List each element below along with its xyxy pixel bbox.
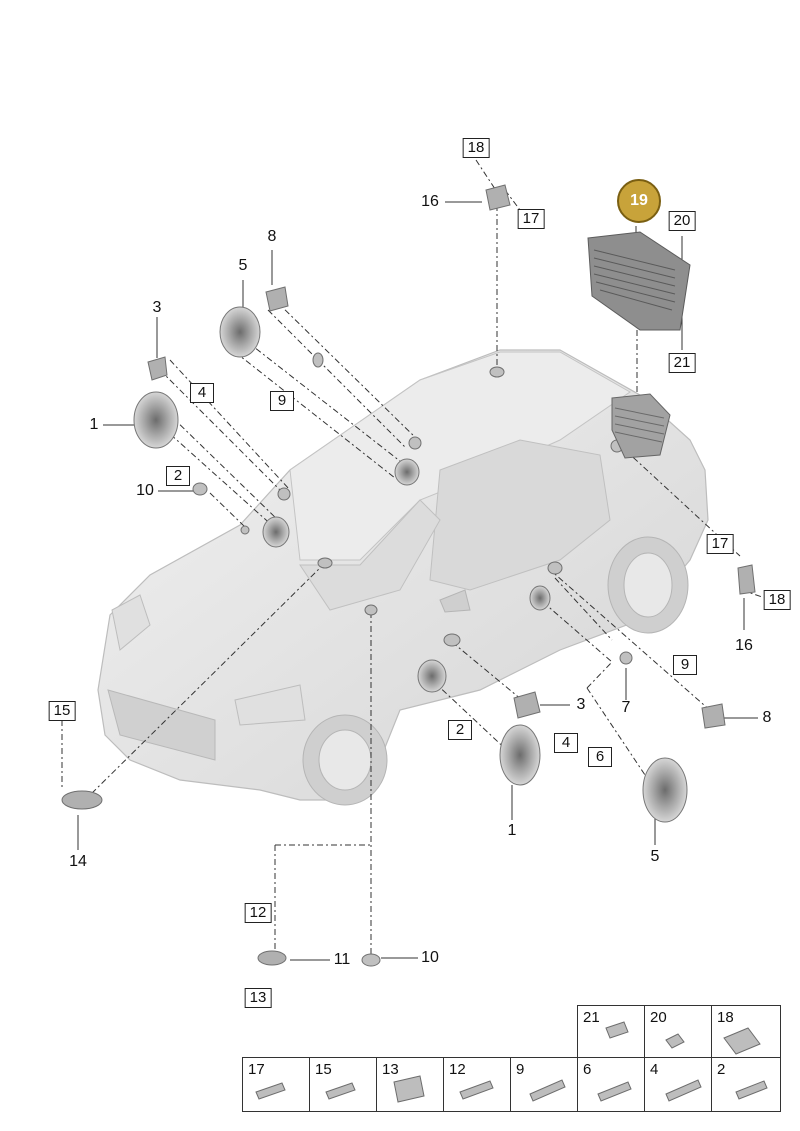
car-silhouette: [97, 349, 709, 806]
callout-5-bottom: 5: [650, 848, 660, 865]
callout-11: 11: [333, 951, 351, 968]
amplifier-part: [587, 231, 691, 459]
legend-cell: 20: [644, 1005, 712, 1058]
callout-3-left: 3: [152, 299, 162, 316]
legend-number: 9: [516, 1061, 525, 1078]
callout-6-right: 6: [588, 747, 612, 767]
solid-leaders: [77, 201, 758, 961]
legend-cell: 17: [242, 1057, 310, 1112]
legend-number: 21: [583, 1009, 600, 1026]
callout-10-bottom: 10: [421, 949, 439, 966]
callout-2-left: 2: [166, 466, 190, 486]
callout-8-right: 8: [762, 709, 772, 726]
callout-2-right: 2: [448, 720, 472, 740]
callout-8-left: 8: [267, 228, 277, 245]
tweeter-part: [61, 184, 756, 967]
highlighted-callout-19[interactable]: 19: [617, 179, 661, 223]
legend-number: 15: [315, 1061, 332, 1078]
callout-4-left: 4: [190, 383, 214, 403]
legend-cell: 21: [577, 1005, 645, 1058]
legend-cell: 13: [376, 1057, 444, 1112]
callout-20: 20: [668, 211, 696, 231]
callout-16-right: 16: [735, 637, 753, 654]
legend-cell: 9: [510, 1057, 578, 1112]
callout-3-right: 3: [576, 696, 586, 713]
legend-number: 6: [583, 1061, 592, 1078]
legend-number: 20: [650, 1009, 667, 1026]
callout-14: 14: [69, 853, 87, 870]
legend-cell: 15: [309, 1057, 377, 1112]
callout-9-left: 9: [270, 391, 294, 411]
legend-number: 17: [248, 1061, 265, 1078]
callout-17-right: 17: [706, 534, 734, 554]
legend-cell: 18: [711, 1005, 781, 1058]
callout-5-left: 5: [238, 257, 248, 274]
legend-cell: 6: [577, 1057, 645, 1112]
legend-number: 2: [717, 1061, 726, 1078]
legend-number: 4: [650, 1061, 659, 1078]
speaker-part: [133, 306, 688, 823]
legend-number: 12: [449, 1061, 466, 1078]
callout-12: 12: [244, 903, 272, 923]
callout-18-top: 18: [462, 138, 490, 158]
legend-cell: 2: [711, 1057, 781, 1112]
callout-4-right: 4: [554, 733, 578, 753]
callout-17-top: 17: [517, 209, 545, 229]
callout-1-left: 1: [89, 416, 99, 433]
legend-cell: 12: [443, 1057, 511, 1112]
callout-10-left: 10: [136, 482, 154, 499]
legend-number: 13: [382, 1061, 399, 1078]
callout-13: 13: [244, 988, 272, 1008]
callout-15: 15: [48, 701, 76, 721]
callout-9-right: 9: [673, 655, 697, 675]
callout-21: 21: [668, 353, 696, 373]
callout-18-right: 18: [763, 590, 791, 610]
legend-cell: 4: [644, 1057, 712, 1112]
callout-7-right: 7: [621, 699, 631, 716]
legend-number: 18: [717, 1009, 734, 1026]
callout-1-bottom: 1: [507, 822, 517, 839]
callout-16-top: 16: [421, 193, 439, 210]
